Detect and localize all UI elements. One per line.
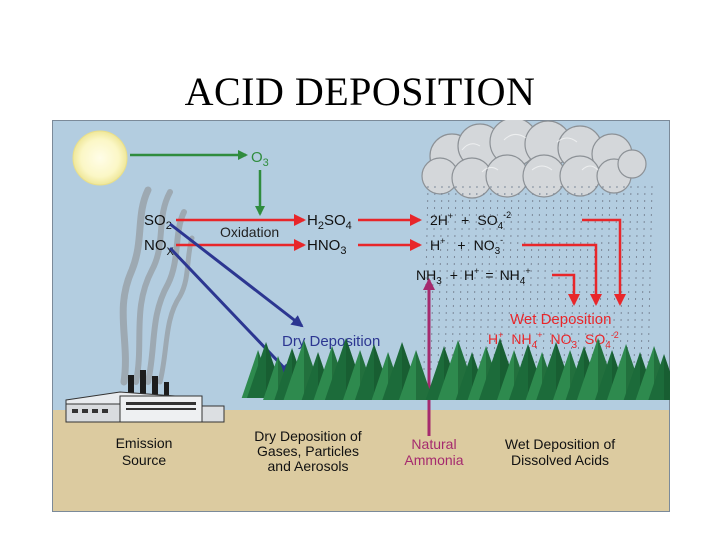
equation-sulfate: 2H++SO4-2 <box>430 210 511 232</box>
o3-label: O3 <box>251 149 269 169</box>
wet-deposition-arrows <box>522 218 626 306</box>
dry-deposition-arrows <box>168 222 304 376</box>
rain-streak-icon <box>423 185 653 371</box>
sun-icon <box>72 130 128 186</box>
cloud-icon <box>421 120 647 199</box>
nox-label: NOX <box>144 237 175 258</box>
smoke-plume-icon <box>119 186 195 386</box>
slide-title: ACID DEPOSITION <box>184 69 536 114</box>
tree-icon <box>648 354 670 400</box>
oxidation-arrows <box>176 214 422 251</box>
h2so4-label: H2SO4 <box>307 212 352 232</box>
dry-deposition-label: Dry Deposition <box>282 333 380 350</box>
forest <box>241 338 670 400</box>
wet-deposition-label: Wet Deposition <box>510 311 611 328</box>
tree-icon <box>399 350 433 400</box>
ozone-arrows <box>130 150 265 216</box>
ground <box>52 410 670 512</box>
equation-ammonium: NH3+H+=NH4+ <box>416 266 531 287</box>
oxidation-label: Oxidation <box>220 224 279 240</box>
equation-nitrate: H++NO3- <box>430 235 503 257</box>
factory-icon <box>65 370 225 423</box>
acid-deposition-diagram: O3 SO2 NOX Oxidation H2SO4 <box>52 120 670 512</box>
so2-label: SO2 <box>144 212 172 232</box>
hno3-label: HNO3 <box>307 237 346 257</box>
